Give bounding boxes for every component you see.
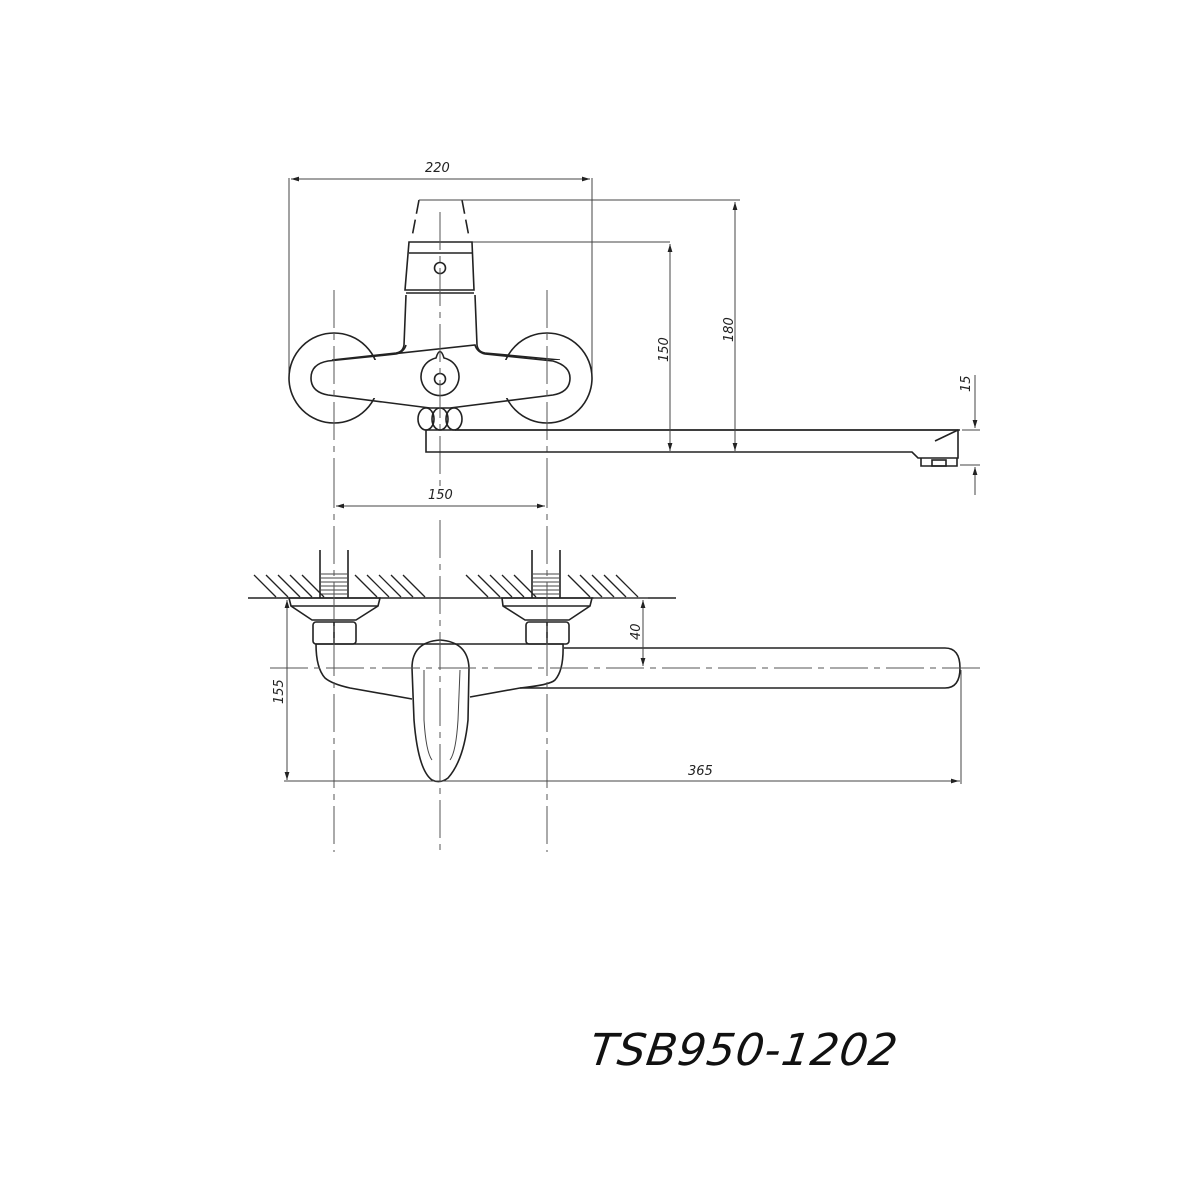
dim-spout-reach: 365	[688, 764, 713, 779]
model-code: TSB950-1202	[586, 1025, 902, 1076]
dim-overall-width: 220	[425, 161, 450, 176]
dim-wall-to-spout-axis: 40	[629, 623, 644, 640]
front-view: 220 150	[288, 161, 980, 495]
dim-overall-height: 180	[722, 317, 737, 342]
dim-inlet-spacing: 150	[428, 488, 453, 503]
top-view: 150	[248, 470, 985, 852]
dim-height-to-cartridge: 150	[657, 337, 672, 362]
dim-spout-outlet-height: 15	[959, 375, 974, 392]
dim-projection-to-handle: 155	[272, 679, 287, 704]
